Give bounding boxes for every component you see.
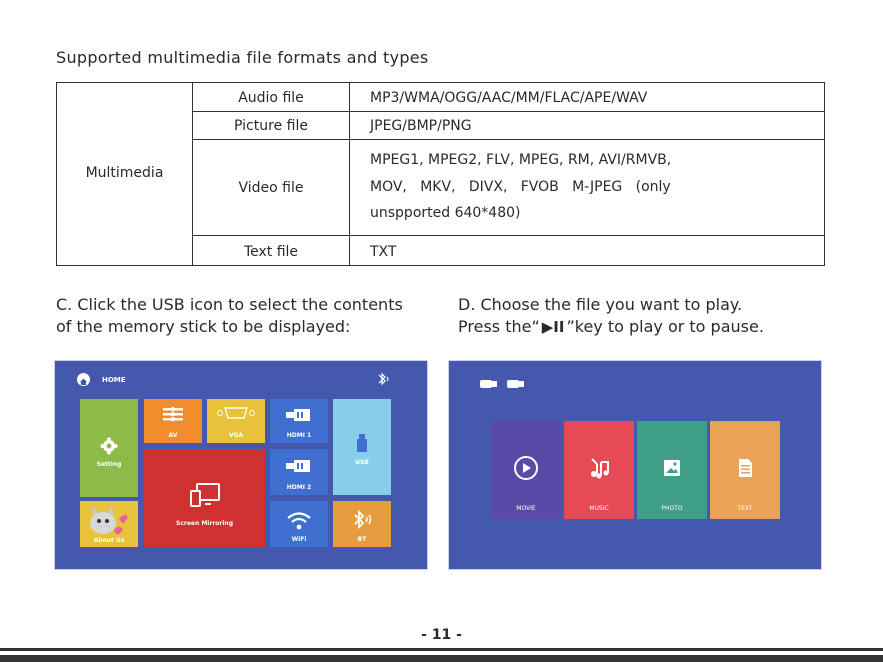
footer-bar bbox=[0, 655, 883, 662]
type-cell: Video file bbox=[238, 180, 304, 196]
wifi-tile[interactable]: WiFi bbox=[270, 501, 328, 547]
music-tile[interactable]: MUSIC bbox=[564, 421, 634, 519]
section-heading: Supported multimedia file formats and ty… bbox=[56, 48, 429, 67]
type-cell: Picture file bbox=[234, 118, 308, 134]
bt-label: BT bbox=[357, 536, 367, 543]
hdmi2-tile[interactable]: HDMI 2 bbox=[270, 449, 328, 495]
movie-tile[interactable]: MOVIE bbox=[491, 421, 561, 519]
av-label: AV bbox=[168, 432, 178, 439]
play-pause-icon: ▶II bbox=[541, 318, 565, 336]
footer-rule bbox=[0, 648, 883, 651]
formats-cell: TXT bbox=[370, 244, 397, 260]
step-d-line1: D. Choose the file you want to play. bbox=[458, 295, 743, 314]
play-circle-icon bbox=[514, 456, 538, 480]
step-d-text: D. Choose the file you want to play. Pre… bbox=[458, 294, 764, 338]
vga-label: VGA bbox=[228, 432, 244, 439]
home-title: HOME bbox=[102, 376, 126, 384]
hdmi1-tile[interactable]: HDMI 1 bbox=[270, 399, 328, 443]
screen-mirroring-label: Screen Mirroring bbox=[176, 520, 233, 527]
formats-cell: JPEG/BMP/PNG bbox=[370, 118, 472, 134]
hdmi2-label: HDMI 2 bbox=[286, 484, 312, 491]
bt-tile[interactable]: BT bbox=[333, 501, 391, 547]
formats-line: MOV, MKV, DIVX, FVOB M-JPEG (only bbox=[370, 179, 671, 195]
music-note-icon bbox=[591, 458, 609, 479]
page-number: - 11 - bbox=[421, 627, 462, 643]
bluetooth-icon bbox=[378, 372, 389, 386]
step-c-line1: C. Click the USB icon to select the cont… bbox=[56, 295, 403, 314]
bluetooth-icon bbox=[354, 509, 372, 530]
text-tile[interactable]: TEXT bbox=[710, 421, 780, 519]
step-c-line2: of the memory stick to be displayed: bbox=[56, 317, 351, 336]
home-screen-screenshot: HOME Setting About Us AV bbox=[54, 360, 428, 570]
usb-tile[interactable]: USB bbox=[333, 399, 391, 495]
media-screen-screenshot: MOVIE MUSIC PHOTO TEXT bbox=[448, 360, 822, 570]
formats-table: Multimedia Audio file MP3/WMA/OGG/AAC/MM… bbox=[56, 82, 825, 266]
hdmi-icon bbox=[286, 460, 310, 472]
av-cable-icon bbox=[163, 407, 183, 422]
document-icon bbox=[739, 459, 752, 477]
movie-label: MOVIE bbox=[516, 505, 536, 512]
screen-mirroring-icon bbox=[189, 483, 220, 507]
usb-drive-icon bbox=[357, 434, 367, 452]
step-c-text: C. Click the USB icon to select the cont… bbox=[56, 294, 403, 338]
av-tile[interactable]: AV bbox=[144, 399, 202, 443]
usb-drive-icons bbox=[480, 380, 524, 388]
about-us-label: About Us bbox=[93, 537, 125, 544]
photo-tile[interactable]: PHOTO bbox=[637, 421, 707, 519]
type-cell: Audio file bbox=[238, 90, 304, 106]
formats-line: MPEG1, MPEG2, FLV, MPEG, RM, AVI/RMVB, bbox=[370, 152, 672, 168]
setting-label: Setting bbox=[96, 461, 122, 468]
text-label: TEXT bbox=[737, 505, 753, 512]
vga-port-icon bbox=[217, 407, 255, 419]
hdmi1-label: HDMI 1 bbox=[286, 432, 312, 439]
photo-label: PHOTO bbox=[661, 505, 683, 512]
step-d-line2: Press the“▶II”key to play or to pause. bbox=[458, 316, 764, 338]
hdmi-icon bbox=[286, 409, 310, 421]
home-icon[interactable] bbox=[77, 373, 90, 386]
cat-mascot-icon bbox=[90, 506, 128, 535]
step-d-post: ”key to play or to pause. bbox=[566, 317, 764, 336]
music-label: MUSIC bbox=[589, 505, 609, 512]
screen-mirroring-tile[interactable]: Screen Mirroring bbox=[144, 449, 265, 547]
usb-label: USB bbox=[355, 459, 369, 466]
step-d-pre: Press the“ bbox=[458, 317, 540, 336]
formats-line: unspported 640*480) bbox=[370, 205, 521, 221]
setting-tile[interactable]: Setting bbox=[80, 399, 138, 497]
wifi-label: WiFi bbox=[291, 536, 307, 543]
photo-icon bbox=[664, 460, 680, 476]
wifi-icon bbox=[287, 512, 311, 530]
formats-cell: MP3/WMA/OGG/AAC/MM/FLAC/APE/WAV bbox=[370, 90, 648, 106]
vga-tile[interactable]: VGA bbox=[207, 399, 265, 443]
gear-icon bbox=[100, 437, 118, 455]
about-us-tile[interactable]: About Us bbox=[80, 501, 138, 547]
type-cell: Text file bbox=[243, 244, 299, 260]
category-cell: Multimedia bbox=[85, 165, 164, 181]
